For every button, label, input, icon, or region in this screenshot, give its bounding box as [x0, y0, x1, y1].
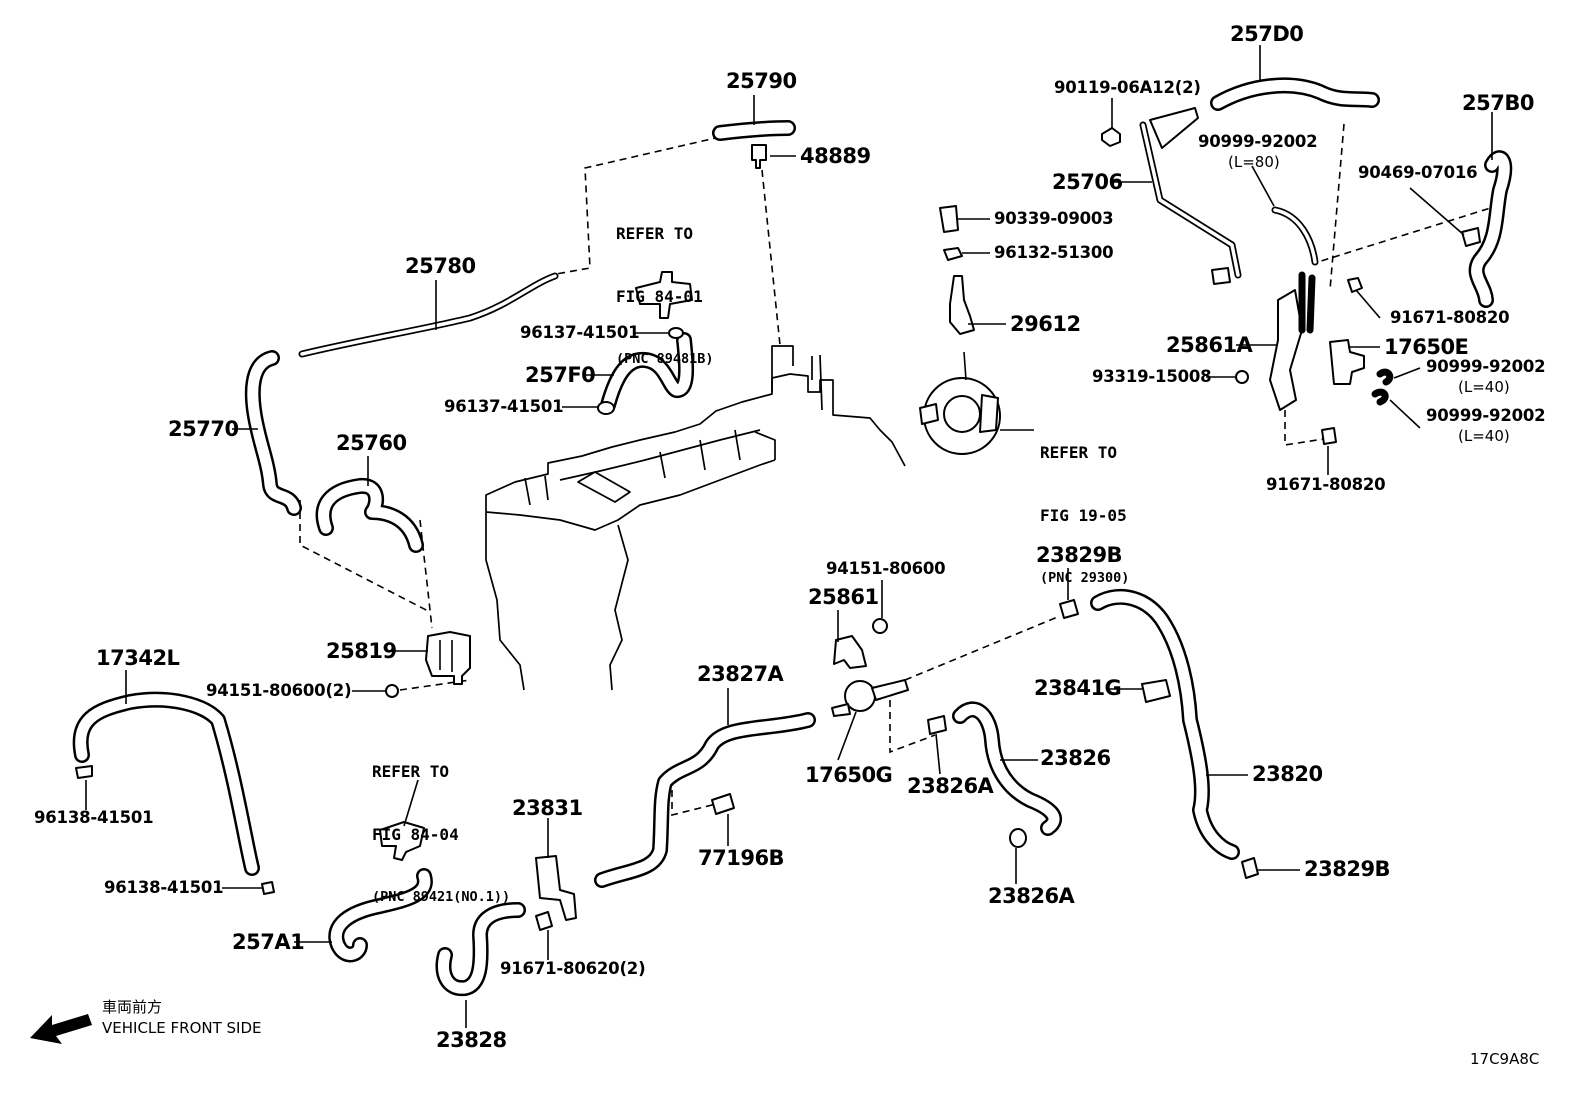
label-l40-a: (L=40) [1458, 378, 1510, 396]
label-96132-51300: 96132-51300 [994, 243, 1114, 262]
label-90999-92002-l80: 90999-92002 [1198, 132, 1318, 151]
leader-lines [85, 45, 1493, 1028]
reference-pnc: (PNC 29300) [1040, 570, 1130, 586]
label-91671-80620-2: 91671-80620(2) [500, 959, 646, 978]
small-parts [75, 107, 1481, 931]
reference-note-fig-84-01[interactable]: REFER TO FIG 84-01 (PNC 89481B) [616, 181, 714, 391]
label-93319-15008: 93319-15008 [1092, 367, 1212, 386]
label-17650E: 17650E [1384, 335, 1469, 359]
label-257B0: 257B0 [1462, 91, 1534, 115]
label-90999-92002-l40-b: 90999-92002 [1426, 406, 1546, 425]
label-l40-b: (L=40) [1458, 427, 1510, 445]
label-23826A-upper: 23826A [907, 774, 994, 798]
label-23829B-upper: 23829B [1036, 543, 1123, 567]
label-90999-92002-l40-a: 90999-92002 [1426, 357, 1546, 376]
label-48889: 48889 [800, 144, 871, 168]
label-23831: 23831 [512, 796, 583, 820]
engine-outline [485, 345, 906, 691]
label-l80: (L=80) [1228, 153, 1280, 171]
label-23841G: 23841G [1034, 676, 1122, 700]
label-25770: 25770 [168, 417, 239, 441]
reference-note-fig-84-04[interactable]: REFER TO FIG 84-04 (PNC 89421(NO.1)) [372, 719, 510, 929]
reference-line-2: FIG 19-05 [1040, 506, 1127, 525]
label-23826A-lower: 23826A [988, 884, 1075, 908]
label-90119-06A12: 90119-06A12(2) [1054, 78, 1201, 97]
front-arrow-icon [30, 1014, 92, 1044]
label-25780: 25780 [405, 254, 476, 278]
direction-label-japanese: 車両前方 [102, 998, 163, 1016]
hoses [72, 77, 1513, 997]
label-91671-80820-upper: 91671-80820 [1390, 308, 1510, 327]
reference-line-1: REFER TO [616, 224, 694, 243]
label-17650G: 17650G [805, 763, 893, 787]
reference-line-2: FIG 84-01 [616, 287, 703, 306]
label-91671-80820-lower: 91671-80820 [1266, 475, 1386, 494]
direction-label: VEHICLE FRONT SIDE [102, 1019, 262, 1037]
reference-pnc: (PNC 89421(NO.1)) [372, 889, 511, 905]
label-23820: 23820 [1252, 762, 1323, 786]
label-96138-41501-bottom: 96138-41501 [104, 878, 224, 897]
label-25760: 25760 [336, 431, 407, 455]
label-94151-80600: 94151-80600 [826, 559, 946, 578]
label-23828: 23828 [436, 1028, 507, 1052]
label-25706: 25706 [1052, 170, 1123, 194]
label-257A1: 257A1 [232, 930, 305, 954]
label-23826: 23826 [1040, 746, 1111, 770]
label-90339-09003: 90339-09003 [994, 209, 1114, 228]
label-25790: 25790 [726, 69, 797, 93]
label-25861A: 25861A [1166, 333, 1253, 357]
label-257F0: 257F0 [525, 363, 596, 387]
illustration-code: 17C9A8C [1470, 1050, 1540, 1068]
reference-line-1: REFER TO [1040, 443, 1118, 462]
label-96138-41501-left: 96138-41501 [34, 808, 154, 827]
reference-note-fig-19-05[interactable]: REFER TO FIG 19-05 (PNC 29300) [1040, 400, 1129, 610]
label-25819: 25819 [326, 639, 397, 663]
label-23829B-lower: 23829B [1304, 857, 1391, 881]
label-94151-80600-2: 94151-80600(2) [206, 681, 352, 700]
label-17342L: 17342L [96, 646, 180, 670]
label-90469-07016: 90469-07016 [1358, 163, 1478, 182]
label-77196B: 77196B [698, 846, 785, 870]
reference-line-1: REFER TO [372, 762, 450, 781]
label-96137-41501-upper: 96137-41501 [520, 323, 640, 342]
reference-line-2: FIG 84-04 [372, 825, 459, 844]
dashed-connectors [299, 123, 1501, 817]
label-257D0: 257D0 [1230, 22, 1304, 46]
label-29612: 29612 [1010, 312, 1081, 336]
reference-pnc: (PNC 89481B) [616, 351, 714, 367]
label-25861: 25861 [808, 585, 879, 609]
label-96137-41501-lower: 96137-41501 [444, 397, 564, 416]
label-23827A: 23827A [697, 662, 784, 686]
